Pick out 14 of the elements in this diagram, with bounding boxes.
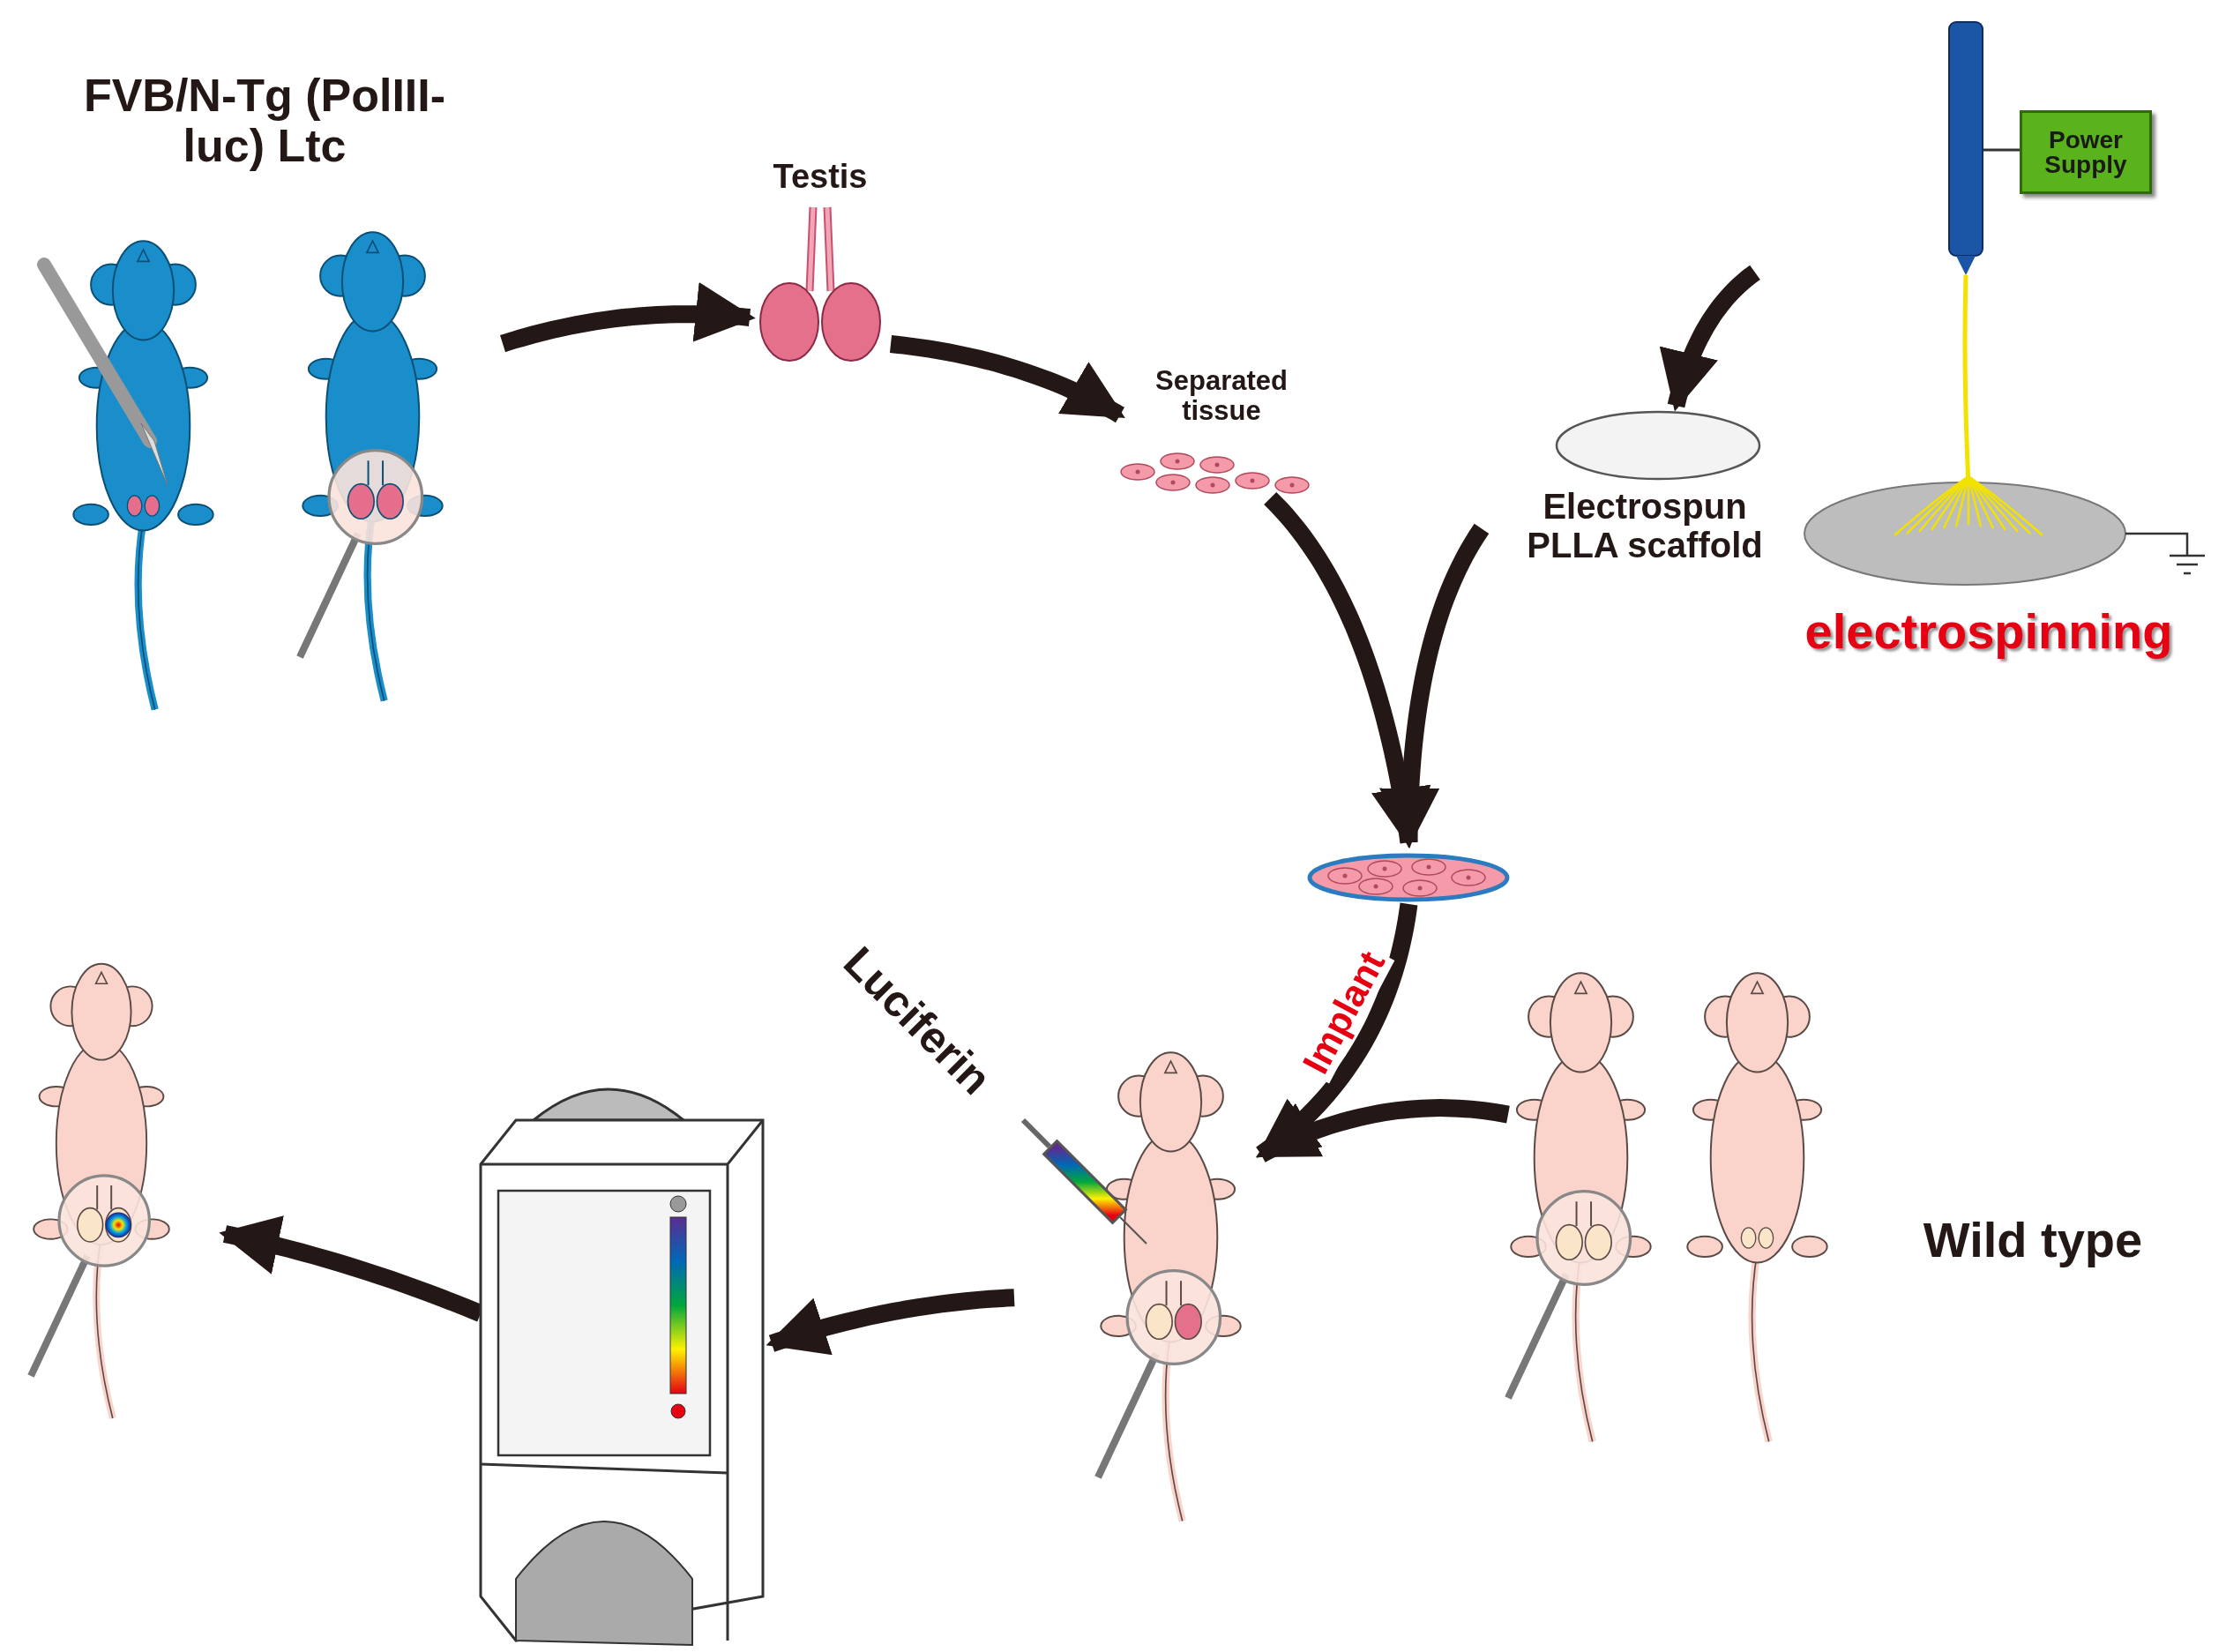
arrow [889,335,1125,423]
arrow [1264,491,1431,848]
node-label: Testis [772,159,869,196]
node-label: Separated tissue [1154,366,1289,427]
node-label: Wild type [1922,1213,2144,1267]
arrow [1379,523,1490,848]
power-supply-box: Power Supply [2020,110,2152,194]
node-label: FVB/N-Tg (PolIII-luc) Ltc [82,71,447,172]
arrow [1659,265,1760,412]
node-label: electrospinning [1804,604,2174,659]
arrow [766,1289,1015,1356]
arrow [500,281,756,353]
node-label: Electrospun PLLA scaffold [1526,487,1764,564]
arrow [1255,1099,1510,1162]
